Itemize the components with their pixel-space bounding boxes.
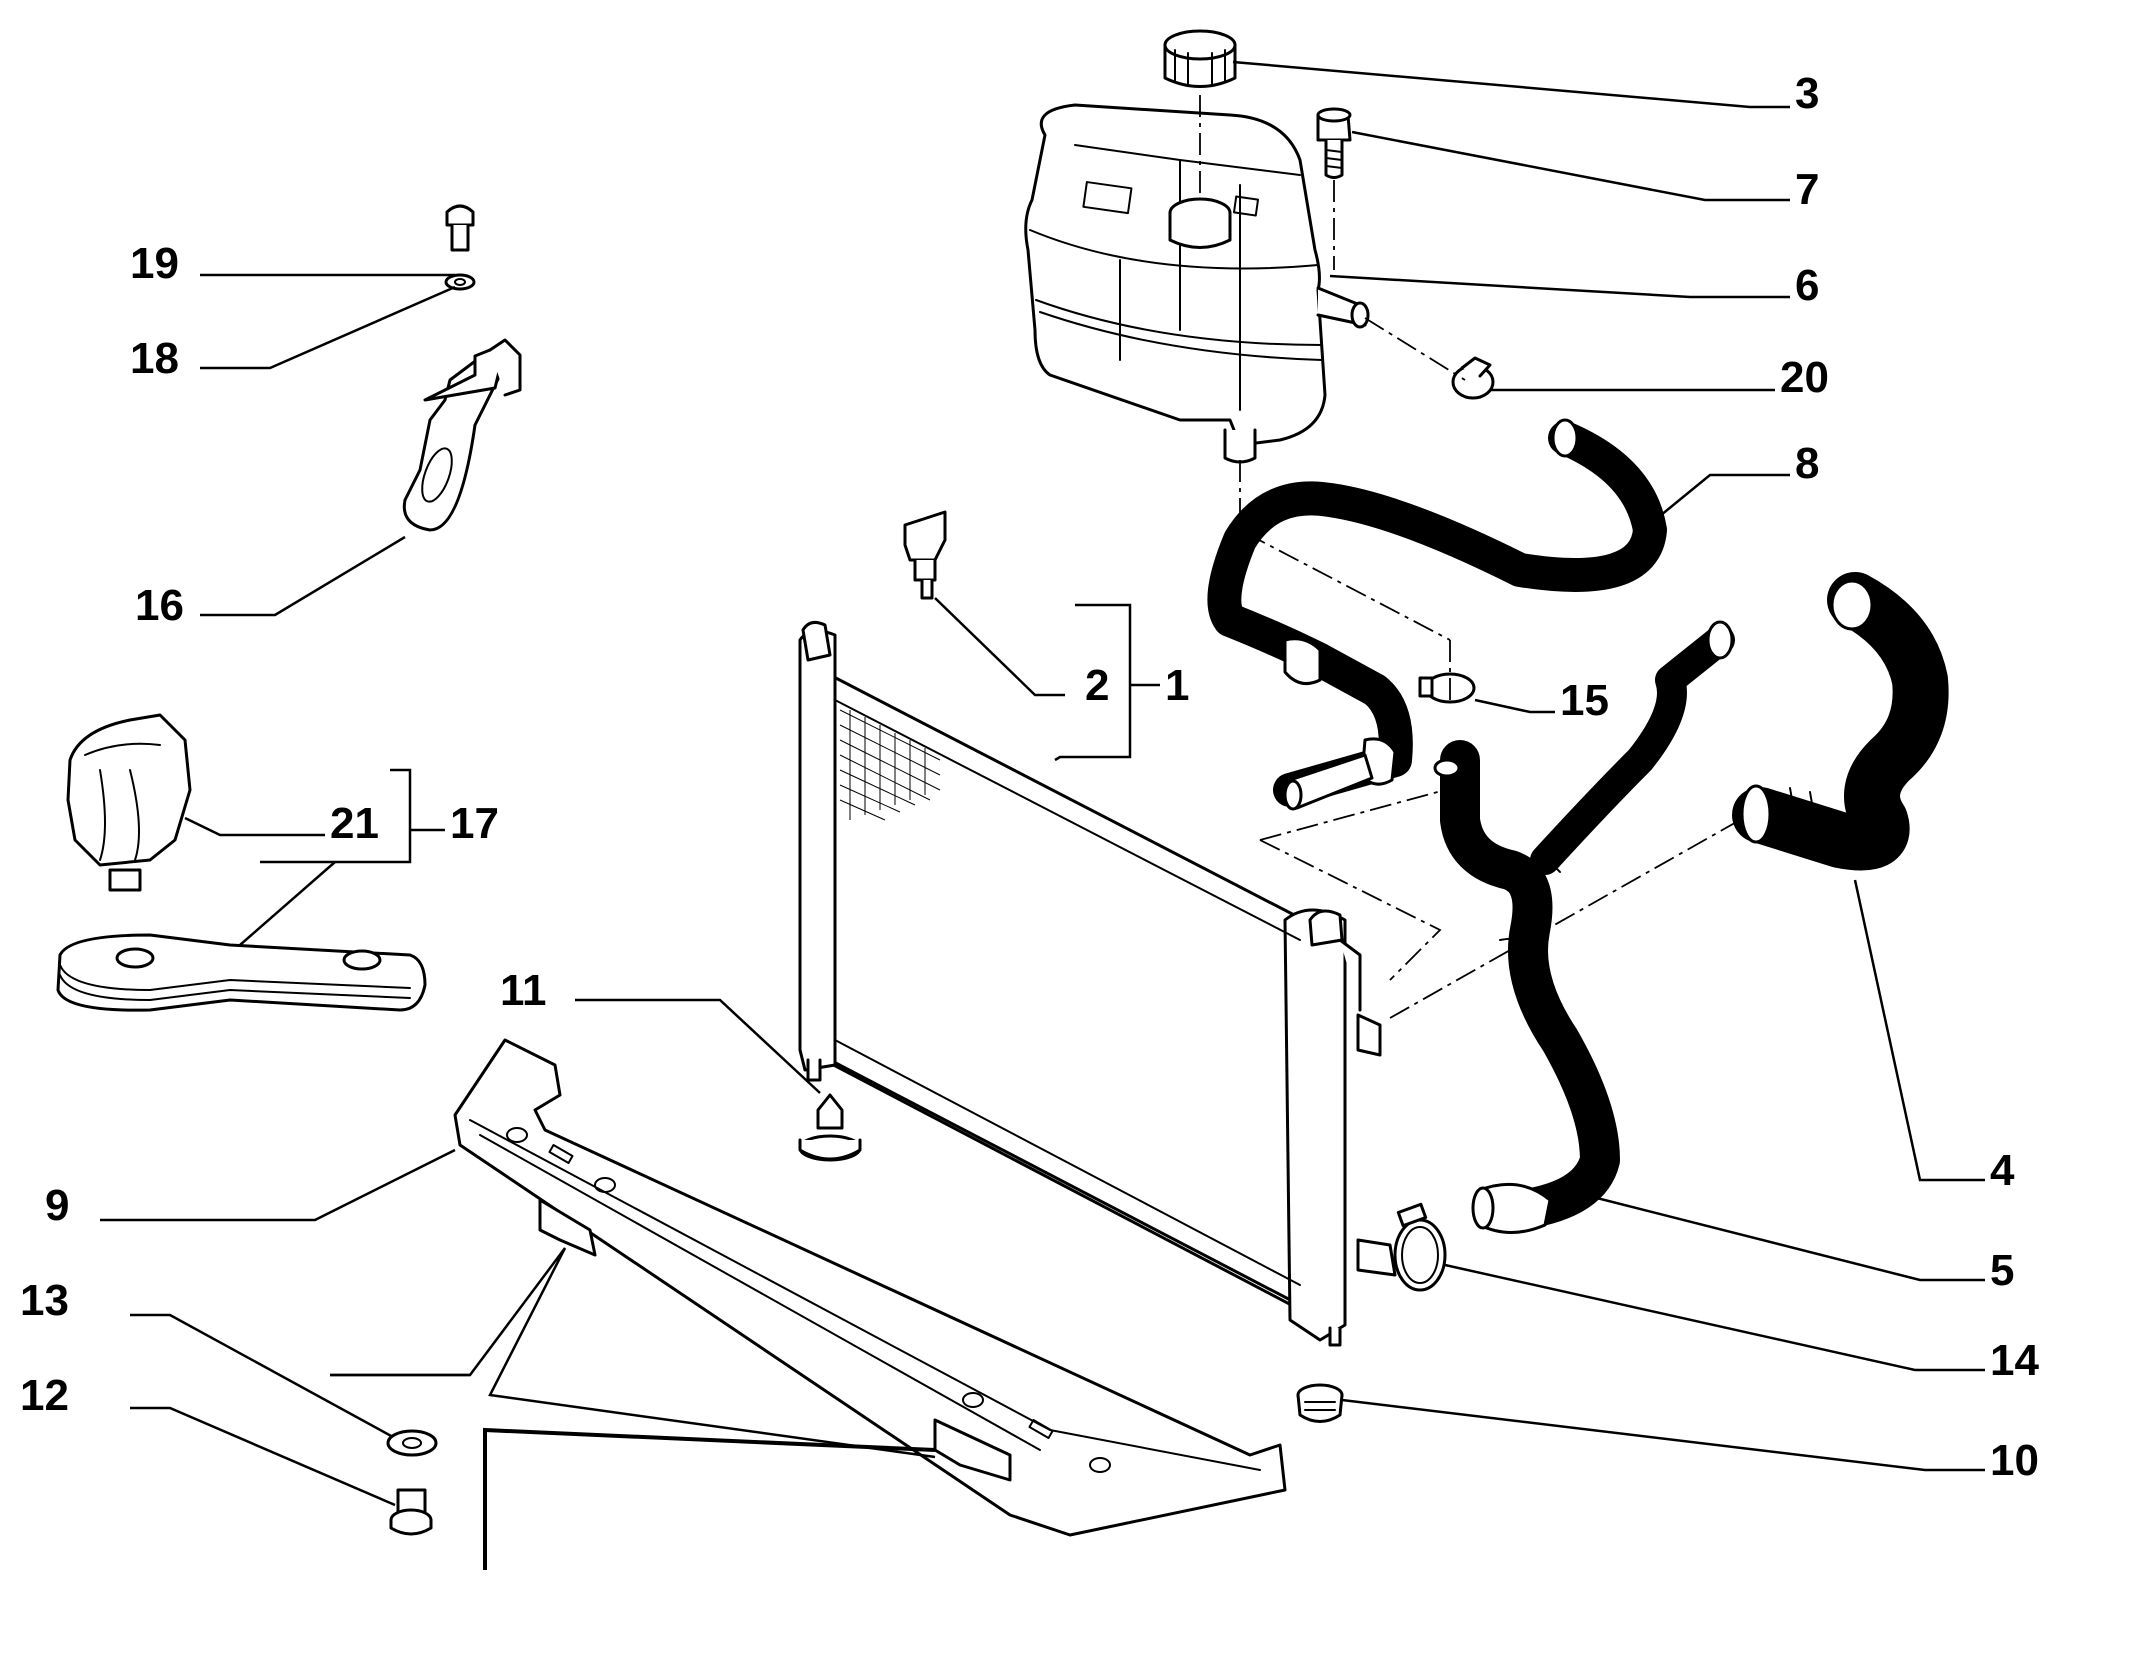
callout-10: 10 xyxy=(1990,1436,2039,1485)
temperature-sensor xyxy=(903,510,947,600)
callouts: 3 7 6 20 8 15 2 1 4 5 14 10 11 19 18 16 … xyxy=(20,69,2039,1485)
hose-clamp-lower xyxy=(1393,1202,1447,1292)
callout-7: 7 xyxy=(1795,165,1819,214)
lower-radiator-hose xyxy=(1433,620,1735,1234)
callout-3: 3 xyxy=(1795,69,1819,118)
callout-18: 18 xyxy=(130,334,179,383)
callout-15: 15 xyxy=(1560,676,1609,725)
bracket-bolt xyxy=(445,204,475,252)
lower-crossmember xyxy=(453,1038,1287,1537)
callout-19: 19 xyxy=(130,239,179,288)
tank-bolt xyxy=(1316,107,1352,179)
callout-9: 9 xyxy=(45,1181,69,1230)
callout-14: 14 xyxy=(1990,1336,2039,1385)
retaining-clip xyxy=(66,713,192,892)
crossmember-bolt xyxy=(389,1488,433,1536)
callout-21: 21 xyxy=(330,799,379,848)
callout-4: 4 xyxy=(1990,1146,2015,1195)
drain-plug xyxy=(1296,1383,1344,1423)
callout-11: 11 xyxy=(500,966,547,1015)
callout-5: 5 xyxy=(1990,1246,2014,1295)
callout-1: 1 xyxy=(1165,661,1189,710)
leader-lines xyxy=(100,60,1985,1570)
tank-cap xyxy=(1163,29,1237,88)
bracket-washer xyxy=(444,273,476,291)
callout-20: 20 xyxy=(1780,353,1829,402)
callout-17: 17 xyxy=(450,799,499,848)
callout-13: 13 xyxy=(20,1276,69,1325)
crossmember-washer xyxy=(386,1429,438,1457)
expansion-tank xyxy=(1024,103,1370,464)
hose-clamp-upper xyxy=(1451,356,1495,400)
mounting-pin-upper xyxy=(798,1093,862,1162)
mounting-strap xyxy=(56,933,427,1012)
hose-clamp-middle xyxy=(1418,672,1476,704)
support-bracket xyxy=(402,338,522,532)
upper-radiator-hose xyxy=(1732,572,1949,871)
callout-2: 2 xyxy=(1085,661,1109,710)
radiator xyxy=(798,620,1397,1347)
callout-16: 16 xyxy=(135,581,184,630)
callout-6: 6 xyxy=(1795,261,1819,310)
callout-8: 8 xyxy=(1795,439,1819,488)
assembly-lines xyxy=(1199,95,1741,1019)
tank-hose xyxy=(1207,418,1667,811)
callout-12: 12 xyxy=(20,1371,69,1420)
